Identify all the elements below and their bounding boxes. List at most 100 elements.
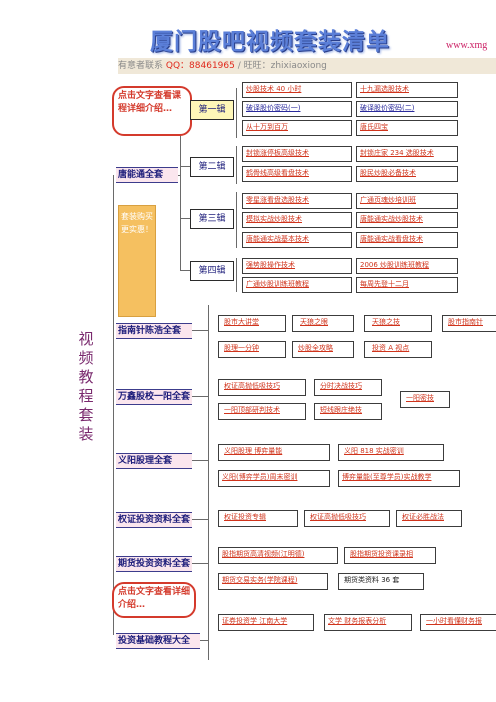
course-link[interactable]: 股理一分钟 [224,344,259,352]
course-link[interactable]: 证券投资学 江南大学 [222,617,288,625]
item-box [364,315,432,332]
course-link[interactable]: 股指期货投资课录相 [350,550,413,558]
callout-bottom: 点击文字查看详细介绍… [112,582,196,618]
item-box [396,510,462,527]
category-qh[interactable]: 期货投资资料全套 [116,556,192,572]
item-box [218,547,338,564]
course-link[interactable]: 每周先登十二月 [360,280,409,288]
course-link[interactable]: 2006 炒股训练班教程 [360,261,430,269]
page-title: 厦门股吧视频套装清单 [150,29,390,55]
qh-link [190,563,208,564]
link-2 [180,166,190,167]
course-link[interactable]: 股市指南针 [448,318,483,326]
item-box [356,232,458,248]
item-box [304,510,390,527]
wx-link [190,396,208,397]
course-link[interactable]: 短线跟庄绝技 [320,406,362,414]
item-box [356,193,458,209]
item-box [338,470,460,487]
category-wx[interactable]: 万鑫股校一阳全套 [116,389,192,405]
course-link[interactable]: 鹤骨线高级看盘技术 [246,169,309,177]
group-spine [208,305,209,660]
course-link[interactable]: 股民炒股必备技术 [360,169,416,177]
course-link[interactable]: 广通页魂炒培训班 [360,196,416,204]
item-box [242,277,352,293]
course-link[interactable]: 模拟实战炒股技术 [246,215,302,223]
sub-spine-1 [236,88,237,138]
category-tang[interactable]: 唐能通全套 [116,167,178,183]
item-box [242,166,352,182]
category-znz[interactable]: 指南针陈浩全套 [116,323,192,339]
wangwang-label: / 旺旺： [234,61,271,71]
course-link[interactable]: 从十万到百万 [246,123,288,131]
tang-sub-3[interactable]: 第三辑 [190,209,234,229]
tang-sub-2[interactable]: 第二辑 [190,157,234,177]
tang-sub-4[interactable]: 第四辑 [190,261,234,281]
course-link[interactable]: 炒股全攻略 [298,344,333,352]
course-link[interactable]: 权证必胜战法 [402,513,444,521]
course-link[interactable]: 股市大讲堂 [224,318,259,326]
qz-link [190,519,208,520]
item-box [242,120,352,136]
item-box [356,277,458,293]
site-url[interactable]: www.xmg [446,40,488,51]
course-link[interactable]: 唐能通实战炒股技术 [360,215,423,223]
item-box [242,232,352,248]
course-link[interactable]: 期货交易实务(学院课程) [222,576,298,584]
course-link[interactable]: 十九漏选股技术 [360,85,409,93]
item-box [356,120,458,136]
course-link[interactable]: 零星涨看盘选股技术 [246,196,309,204]
course-link[interactable]: 投资 A 视点 [372,344,410,352]
course-link[interactable]: 唐能通实战基本技术 [246,235,309,243]
course-link[interactable]: 义阳股理 博弈量能 [224,447,283,455]
course-link[interactable]: 文学 财务报表分析 [328,617,387,625]
item-box [356,101,458,117]
course-link[interactable]: 唐氏四宝 [360,123,388,131]
item-box [242,82,352,98]
item-box [356,166,458,182]
item-box [338,573,424,590]
callout-top: 点击文字查看课程详细介绍… [112,86,192,136]
promo-banner: 套装购买更实惠！ [118,205,156,317]
item-box [420,614,496,631]
course-link[interactable]: 封锁庄家 234 选股技术 [360,149,434,157]
course-link[interactable]: 股指期货高清视频(江明德) [222,550,305,558]
sub-spine-2 [236,146,237,184]
course-link[interactable]: 破译股价密码(一) [246,104,301,112]
course-link[interactable]: 破译股价密码(二) [360,104,415,112]
tang-sub-1[interactable]: 第一辑 [190,100,234,120]
contact-bar: 有意者联系 QQ：88461965 / 旺旺：zhixiaoxiong [118,58,496,74]
course-link[interactable]: 广通炒股训练班教程 [246,280,309,288]
category-yy[interactable]: 义阳股理全套 [116,453,192,469]
item-box [218,341,286,358]
course-link[interactable]: 天狼之技 [372,318,400,326]
item-box [356,212,458,228]
item-box [242,193,352,209]
course-link[interactable]: 义阳(博弈学员)周末密训 [222,473,298,481]
item-box [400,391,450,408]
course-link[interactable]: 博弈量能(至尊学员)实战教学 [342,473,432,481]
course-link[interactable]: 权证高抛低吸技巧 [224,382,280,390]
category-jc[interactable]: 投资基础教程大全 [116,633,200,649]
course-link[interactable]: 权证投资专辑 [224,513,266,521]
category-qz[interactable]: 权证投资资料全套 [116,512,192,528]
course-link[interactable]: 唐能通实战看盘技术 [360,235,423,243]
wangwang-id: zhixiaoxiong [270,61,327,71]
item-box [218,573,328,590]
item-box [218,470,330,487]
main-spine [113,175,114,635]
course-link[interactable]: 封锁涨停板高级技术 [246,149,309,157]
course-link[interactable]: 炒股技术 40 小时 [246,85,302,93]
course-link[interactable]: 一阳密技 [406,394,434,402]
course-link[interactable]: 一小时看懂财务报 [426,617,482,625]
item-box [356,146,458,162]
course-link[interactable]: 权证高抛低吸技巧 [310,513,366,521]
course-link[interactable]: 强势股操作技术 [246,261,295,269]
course-link[interactable]: 分时决战技巧 [320,382,362,390]
course-link[interactable]: 一阳顶部研判技术 [224,406,280,414]
item-box [442,315,496,332]
course-link[interactable]: 天狼之眼 [300,318,328,326]
item-box [218,510,298,527]
link-4 [180,270,190,271]
course-link[interactable]: 义阳 818 实战密训 [344,447,404,455]
